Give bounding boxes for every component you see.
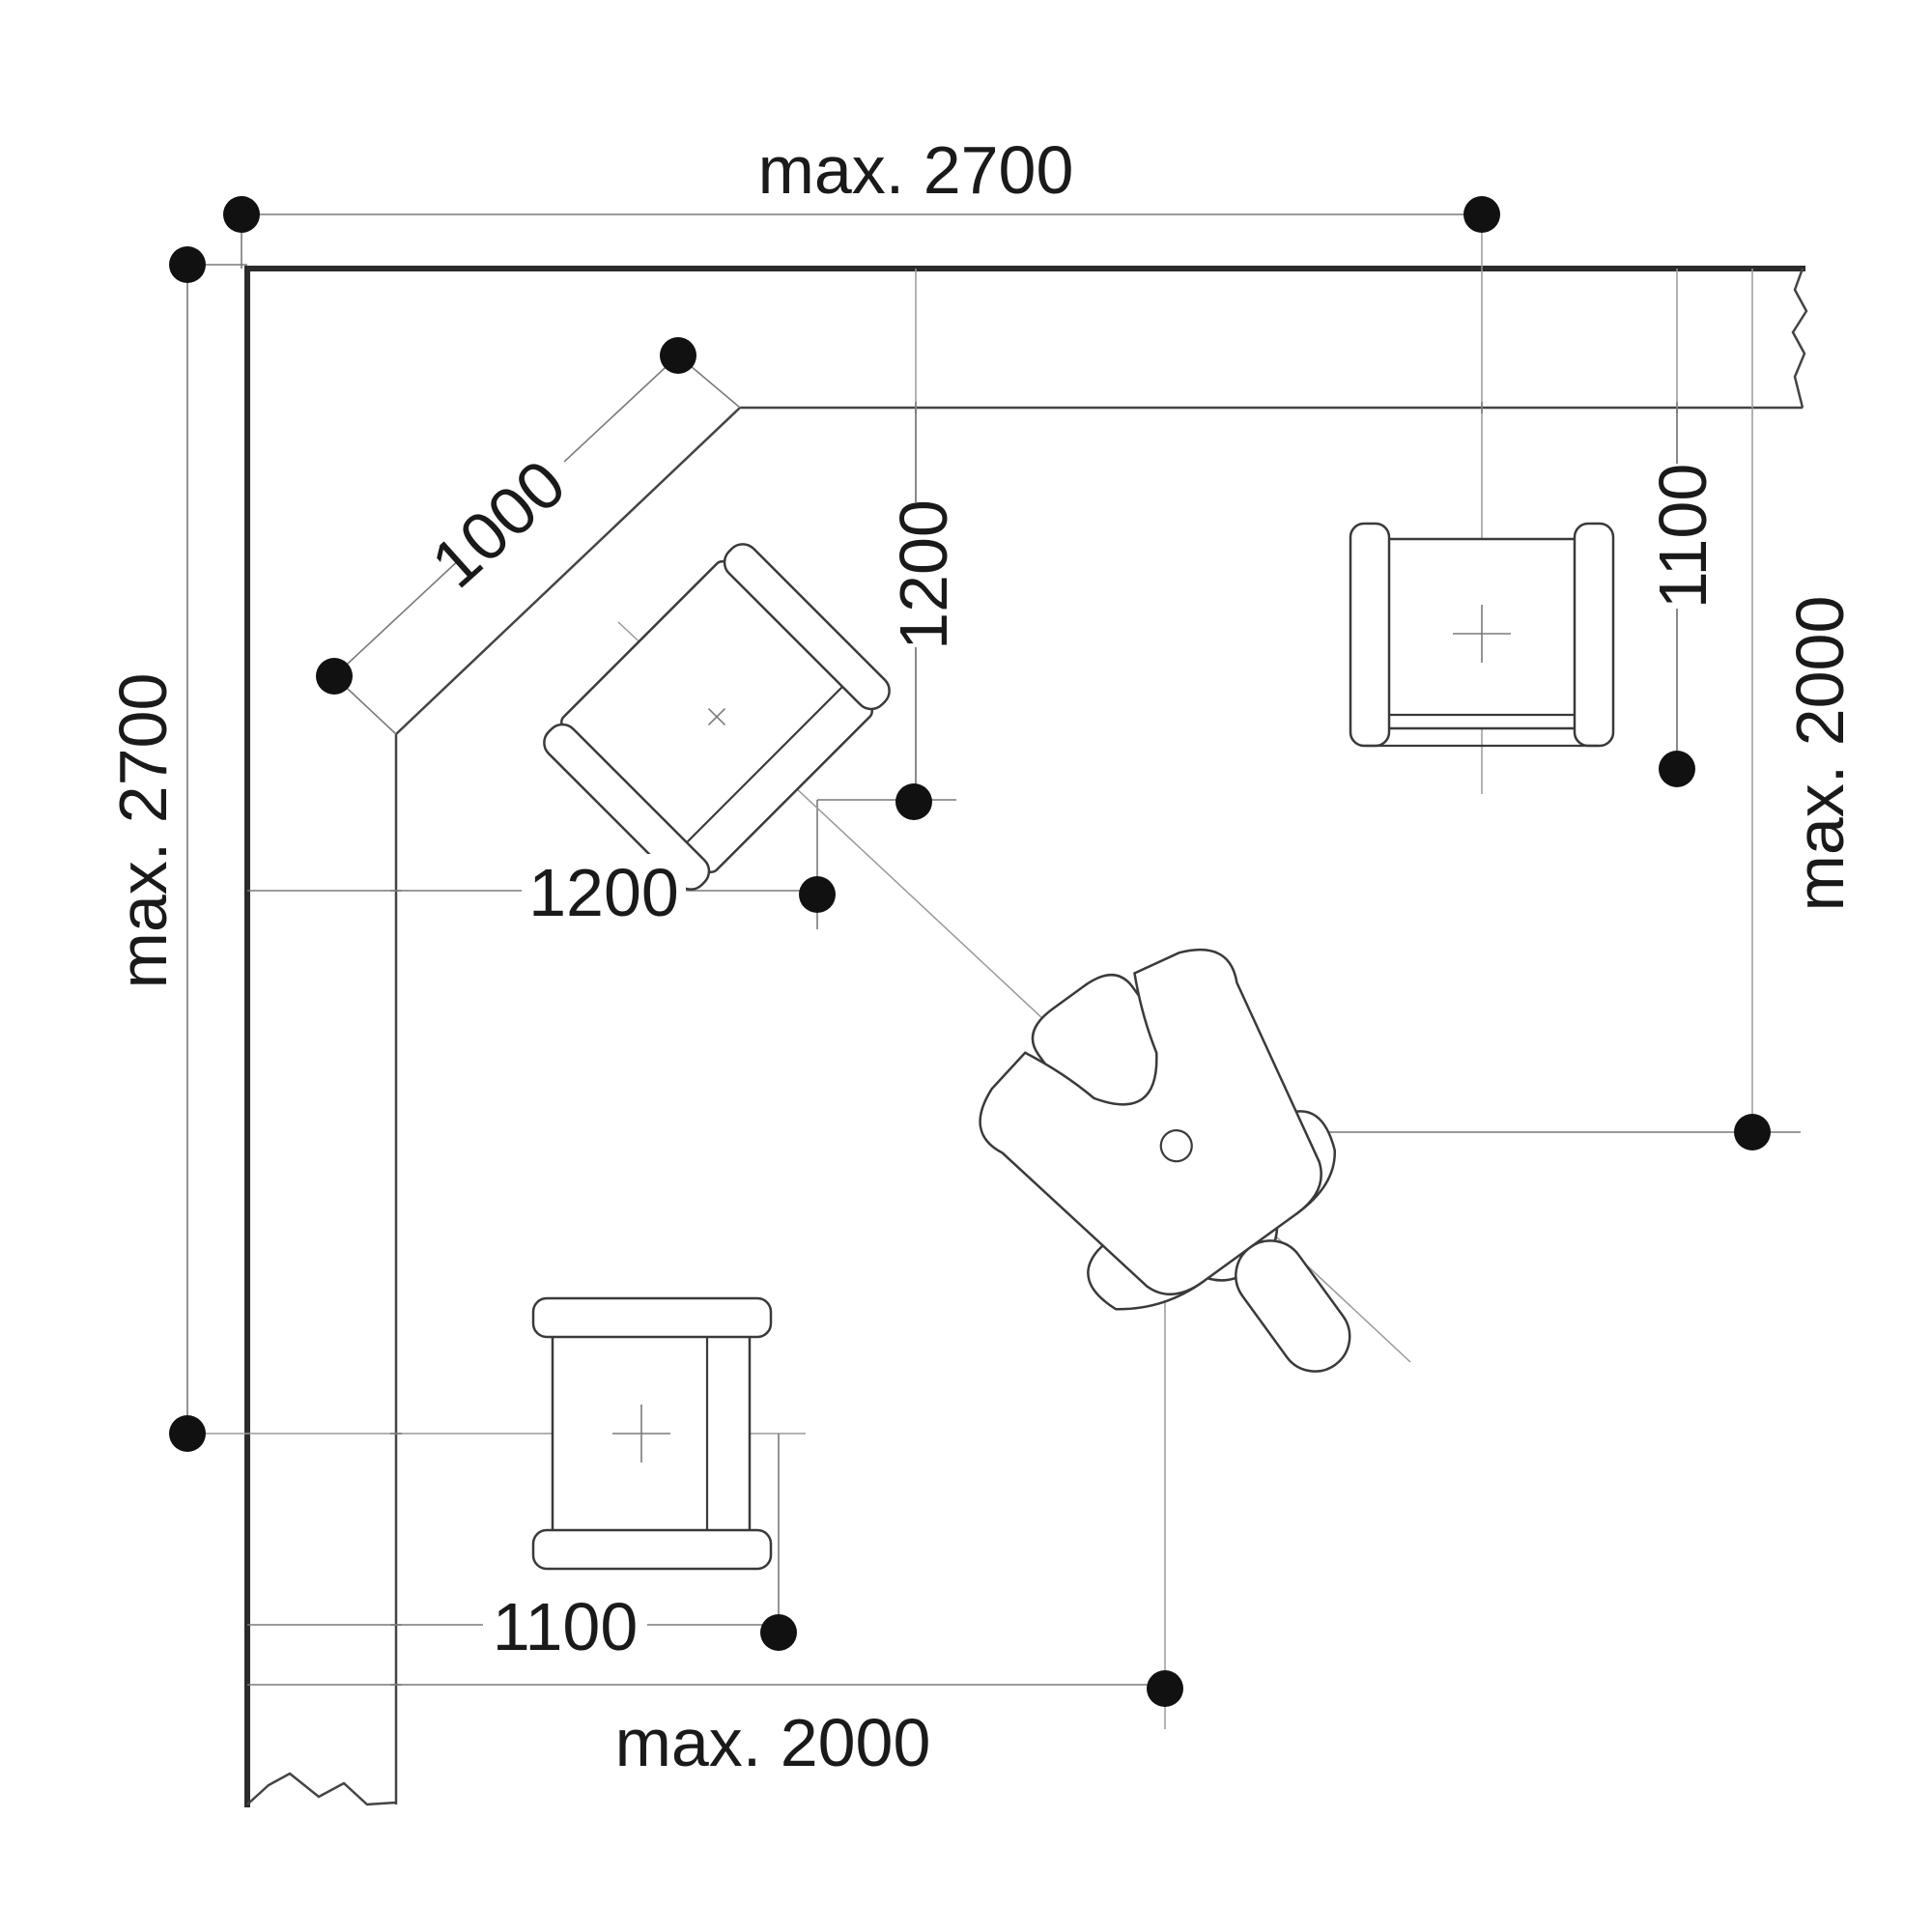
dimension-point: [760, 1614, 797, 1651]
wall-break-right: [1791, 268, 1808, 409]
armrest-right: [723, 543, 891, 711]
armrest-left: [543, 723, 711, 891]
dimension-labels: max. 2700 max. 2700 max. 2000 max. 2000 …: [104, 126, 1862, 1780]
armchair-icon: [543, 543, 891, 891]
dimension-lines: [186, 213, 1801, 1729]
bottom-width-label: max. 2000: [615, 1705, 931, 1780]
armchair-icon: [1349, 522, 1615, 748]
armrest-left: [531, 1296, 773, 1339]
dimension-point: [169, 1415, 206, 1452]
wall-break-bottom: [246, 1772, 397, 1806]
vertical-clearance-label: 1200: [886, 499, 961, 650]
inner-wall-line: [394, 406, 1803, 1804]
dimension-point: [169, 246, 206, 283]
armrest-right: [531, 1528, 773, 1571]
dimension-point: [316, 658, 353, 695]
dimension-point: [895, 783, 932, 820]
dimension-point: [1734, 1114, 1771, 1151]
armrest-right: [1573, 522, 1615, 748]
left-height-label: max. 2700: [105, 673, 181, 989]
dimension-points: [169, 196, 1771, 1707]
outer-wall: [244, 266, 1805, 1807]
swivel-chair-icon: [979, 948, 1351, 1373]
bottom-armchair-clearance-label: 1100: [493, 1589, 639, 1664]
dimension-point: [1659, 751, 1695, 787]
dimension-point: [223, 196, 260, 233]
crossing-ticks: [390, 402, 1678, 1686]
right-height-label: max. 2000: [1782, 596, 1858, 912]
chair-tail: [1235, 1239, 1351, 1373]
dimension-point: [660, 337, 696, 374]
armchair-icon: [531, 1296, 773, 1571]
right-armchair-clearance-label: 1100: [1645, 464, 1720, 610]
armrest-left: [1349, 522, 1391, 748]
dimension-point: [1463, 196, 1500, 233]
walls: [244, 266, 1808, 1807]
horizontal-clearance-label: 1200: [528, 855, 679, 930]
dimension-point: [799, 876, 836, 913]
dimension-point: [1147, 1670, 1183, 1707]
top-width-label: max. 2700: [758, 132, 1074, 208]
